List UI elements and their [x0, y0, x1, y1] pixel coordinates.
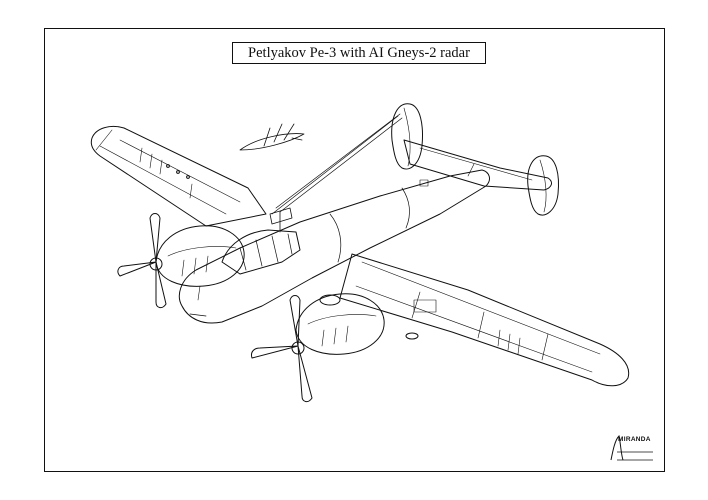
radar-mast [269, 207, 293, 233]
tail-fin-left [391, 103, 423, 170]
radar-antenna-wires [271, 113, 403, 215]
port-propeller [117, 213, 167, 309]
tail-fin-right [527, 155, 559, 216]
radar-wing-antenna [239, 123, 305, 151]
starboard-engine-nacelle [295, 293, 385, 355]
port-engine-nacelle [155, 225, 245, 301]
signature-text: MIRANDA [618, 436, 651, 443]
port-wing [90, 125, 267, 227]
cockpit-canopy [221, 229, 301, 275]
signature-logo [610, 434, 653, 461]
fuselage [178, 169, 490, 324]
starboard-propeller [251, 295, 313, 403]
tailplane [403, 139, 552, 191]
drawing-frame [44, 28, 665, 472]
starboard-wing [339, 253, 630, 387]
drawing-title: Petlyakov Pe-3 with AI Gneys-2 radar [232, 42, 486, 64]
